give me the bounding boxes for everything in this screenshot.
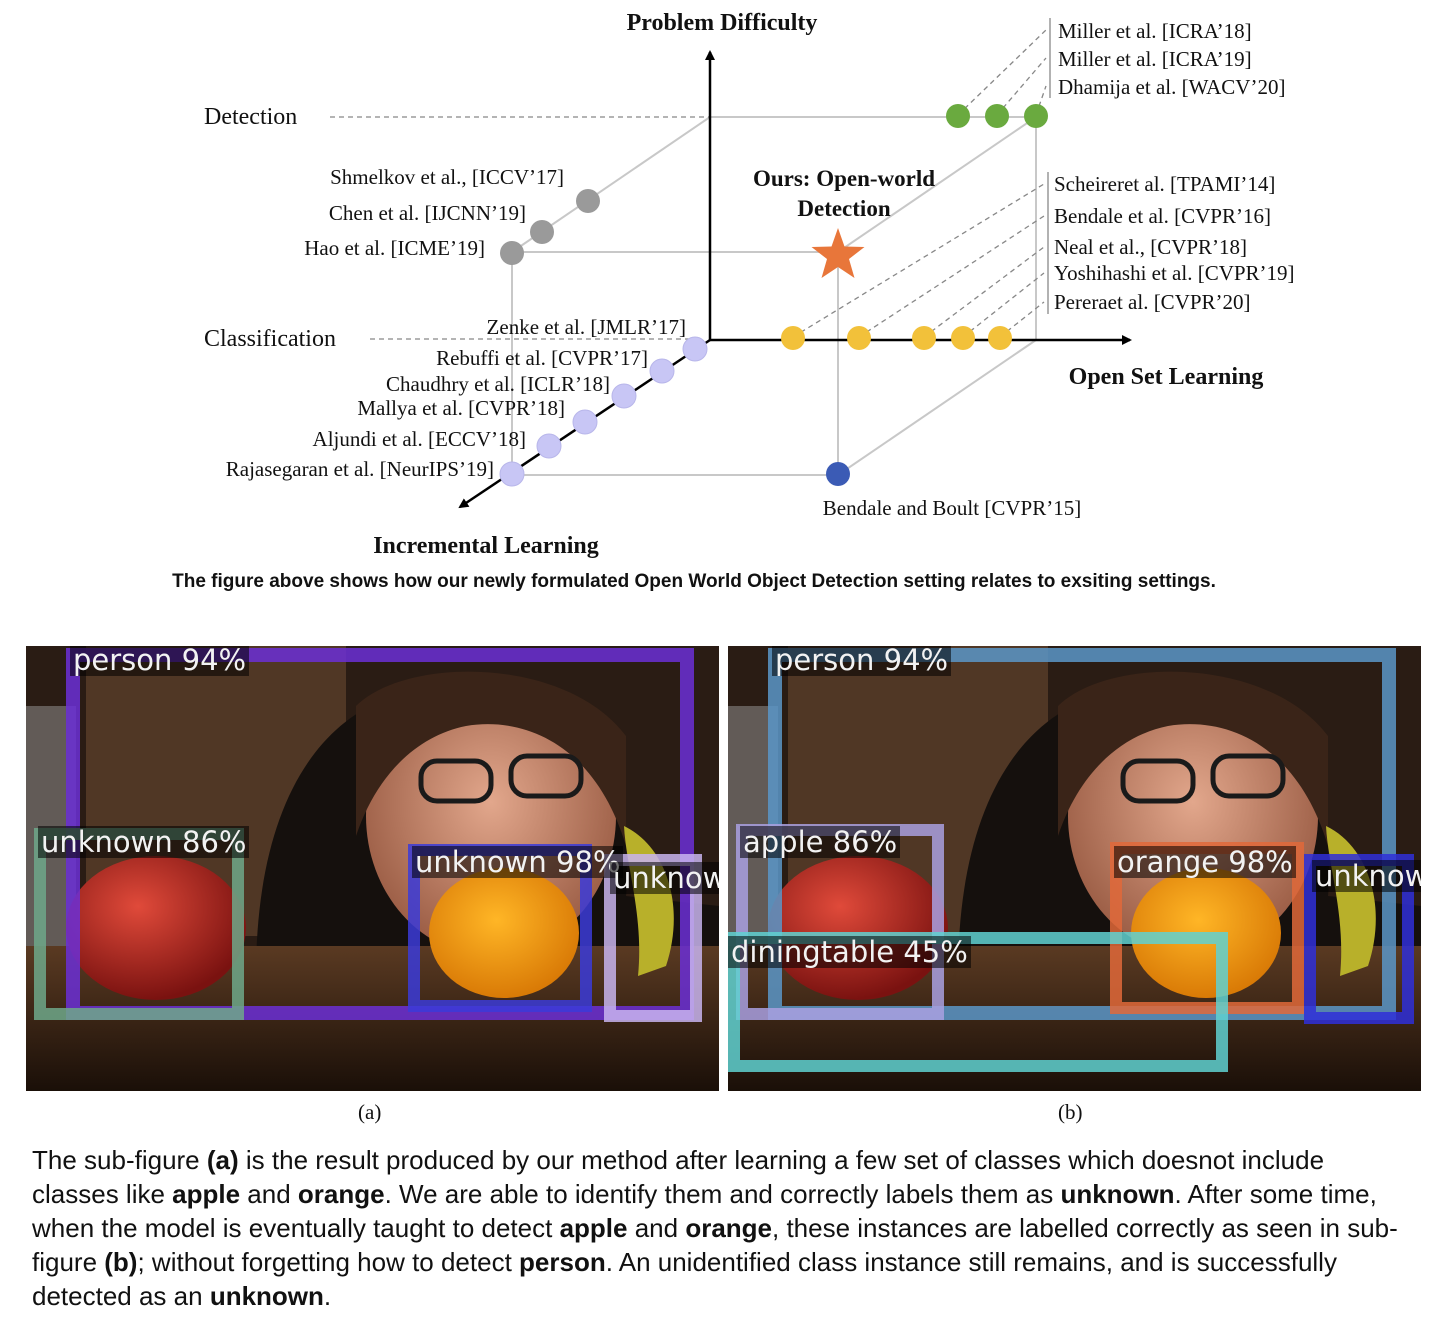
text-emphasis: apple (559, 1213, 628, 1243)
detection-label: person 94% (70, 646, 250, 676)
ref-openset: Yoshihashi et al. [CVPR’19] (1054, 261, 1295, 285)
ref-incremental-detection: Shmelkov et al., [ICCV’17] (330, 165, 564, 189)
text-emphasis: person (519, 1247, 606, 1277)
ref-incremental: Zenke et al. [JMLR’17] (487, 315, 686, 339)
marker-incdet-2 (530, 220, 554, 244)
figure-b-image: person 94% apple 86% orange 98% unknow d… (728, 646, 1421, 1091)
dashed-leaders (330, 29, 1047, 340)
ours-star-icon (811, 228, 865, 278)
detection-label: unknown 86% (38, 826, 250, 858)
text-emphasis: (b) (104, 1247, 138, 1277)
incremental-detection-markers (500, 189, 600, 265)
marker-detection-3 (1024, 104, 1048, 128)
marker-openset-5 (988, 326, 1012, 350)
incremental-markers (499, 336, 708, 487)
figure-description: The sub-figure (a) is the result produce… (32, 1143, 1412, 1313)
reference-ticks (1047, 18, 1051, 314)
text-emphasis: unknown (209, 1281, 324, 1311)
text-segment: is the result produced by our method aft… (32, 1145, 1325, 1209)
marker-inc-5 (536, 433, 562, 459)
text-segment: . After some time, when the model is eve… (32, 1179, 1377, 1243)
ref-openset: Bendale et al. [CVPR’16] (1054, 204, 1271, 228)
detection-label: diningtable 45% (728, 936, 971, 968)
text-emphasis: orange (297, 1179, 385, 1209)
ref-incremental-detection: Chen et al. [IJCNN’19] (329, 201, 526, 225)
ref-incremental: Chaudhry et al. [ICLR’18] (386, 372, 610, 396)
marker-openset-4 (951, 326, 975, 350)
ref-openset: Scheireret al. [TPAMI’14] (1054, 172, 1275, 196)
ours-label-line1: Ours: Open-world (753, 166, 935, 191)
text-segment: . (323, 1281, 332, 1311)
detection-label: unknow (610, 862, 719, 894)
axis-label-diagonal: Incremental Learning (373, 533, 599, 559)
figure-a-image: person 94% unknown 86% unknown 98% unkno… (26, 646, 719, 1091)
marker-openset-1 (781, 326, 805, 350)
text-emphasis: (a) (206, 1145, 239, 1175)
ref-incremental-detection: Hao et al. [ICME’19] (304, 236, 485, 260)
ref-incremental: Rajasegaran et al. [NeurIPS’19] (226, 457, 494, 481)
openset-markers (781, 326, 1012, 350)
ref-detection: Miller et al. [ICRA’19] (1058, 47, 1252, 71)
detection-label: unknow (1312, 860, 1421, 892)
text-segment: . An unidentified class instance still r… (32, 1247, 1337, 1311)
ref-incremental: Mallya et al. [CVPR’18] (357, 396, 565, 420)
level-detection: Detection (204, 104, 297, 130)
marker-inc-4 (572, 409, 598, 435)
figure-b-label: (b) (1058, 1100, 1083, 1124)
marker-openset-3 (912, 326, 936, 350)
detection-label: apple 86% (740, 826, 901, 858)
text-segment: , these instances are labelled correctly… (32, 1213, 1398, 1277)
ref-bendale: Bendale and Boult [CVPR’15] (823, 496, 1081, 520)
cube-frame-lines (511, 116, 1037, 476)
text-segment: and (240, 1179, 298, 1209)
detection-markers (946, 104, 1048, 128)
axis-label-vertical: Problem Difficulty (627, 10, 818, 36)
marker-inc-1 (682, 336, 708, 362)
text-segment: and (627, 1213, 686, 1243)
detection-label: unknown 98% (412, 846, 624, 878)
marker-inc-2 (649, 358, 675, 384)
open-world-diagram: Problem Difficulty Open Set Learning Inc… (204, 10, 1295, 559)
ours-label-line2: Detection (797, 196, 890, 221)
text-emphasis: orange (685, 1213, 772, 1243)
text-emphasis: apple (172, 1179, 241, 1209)
text-segment: ; without forgetting how to detect (137, 1247, 520, 1277)
marker-detection-1 (946, 104, 970, 128)
level-classification: Classification (204, 326, 336, 352)
marker-inc-3 (611, 383, 637, 409)
axis-label-horizontal: Open Set Learning (1069, 364, 1264, 390)
top-figure-caption: The figure above shows how our newly for… (172, 571, 1216, 592)
marker-bendale (826, 462, 850, 486)
ref-openset: Neal et al., [CVPR’18] (1054, 235, 1247, 259)
text-segment: The sub-figure (32, 1145, 207, 1175)
marker-inc-6 (499, 461, 525, 487)
marker-detection-2 (985, 104, 1009, 128)
detection-box (728, 932, 1228, 1072)
text-segment: . We are able to identify them and corre… (384, 1179, 1061, 1209)
ref-incremental: Rebuffi et al. [CVPR’17] (436, 346, 648, 370)
text-emphasis: unknown (1060, 1179, 1175, 1209)
ref-openset: Pereraet al. [CVPR’20] (1054, 290, 1251, 314)
figure-a-label: (a) (358, 1100, 382, 1124)
marker-incdet-1 (576, 189, 600, 213)
ref-detection: Dhamija et al. [WACV’20] (1058, 75, 1285, 99)
detection-label: orange 98% (1114, 846, 1296, 878)
ref-detection: Miller et al. [ICRA’18] (1058, 19, 1252, 43)
marker-openset-2 (847, 326, 871, 350)
ref-incremental: Aljundi et al. [ECCV’18] (313, 427, 526, 451)
detection-label: person 94% (772, 646, 952, 676)
marker-incdet-3 (500, 241, 524, 265)
